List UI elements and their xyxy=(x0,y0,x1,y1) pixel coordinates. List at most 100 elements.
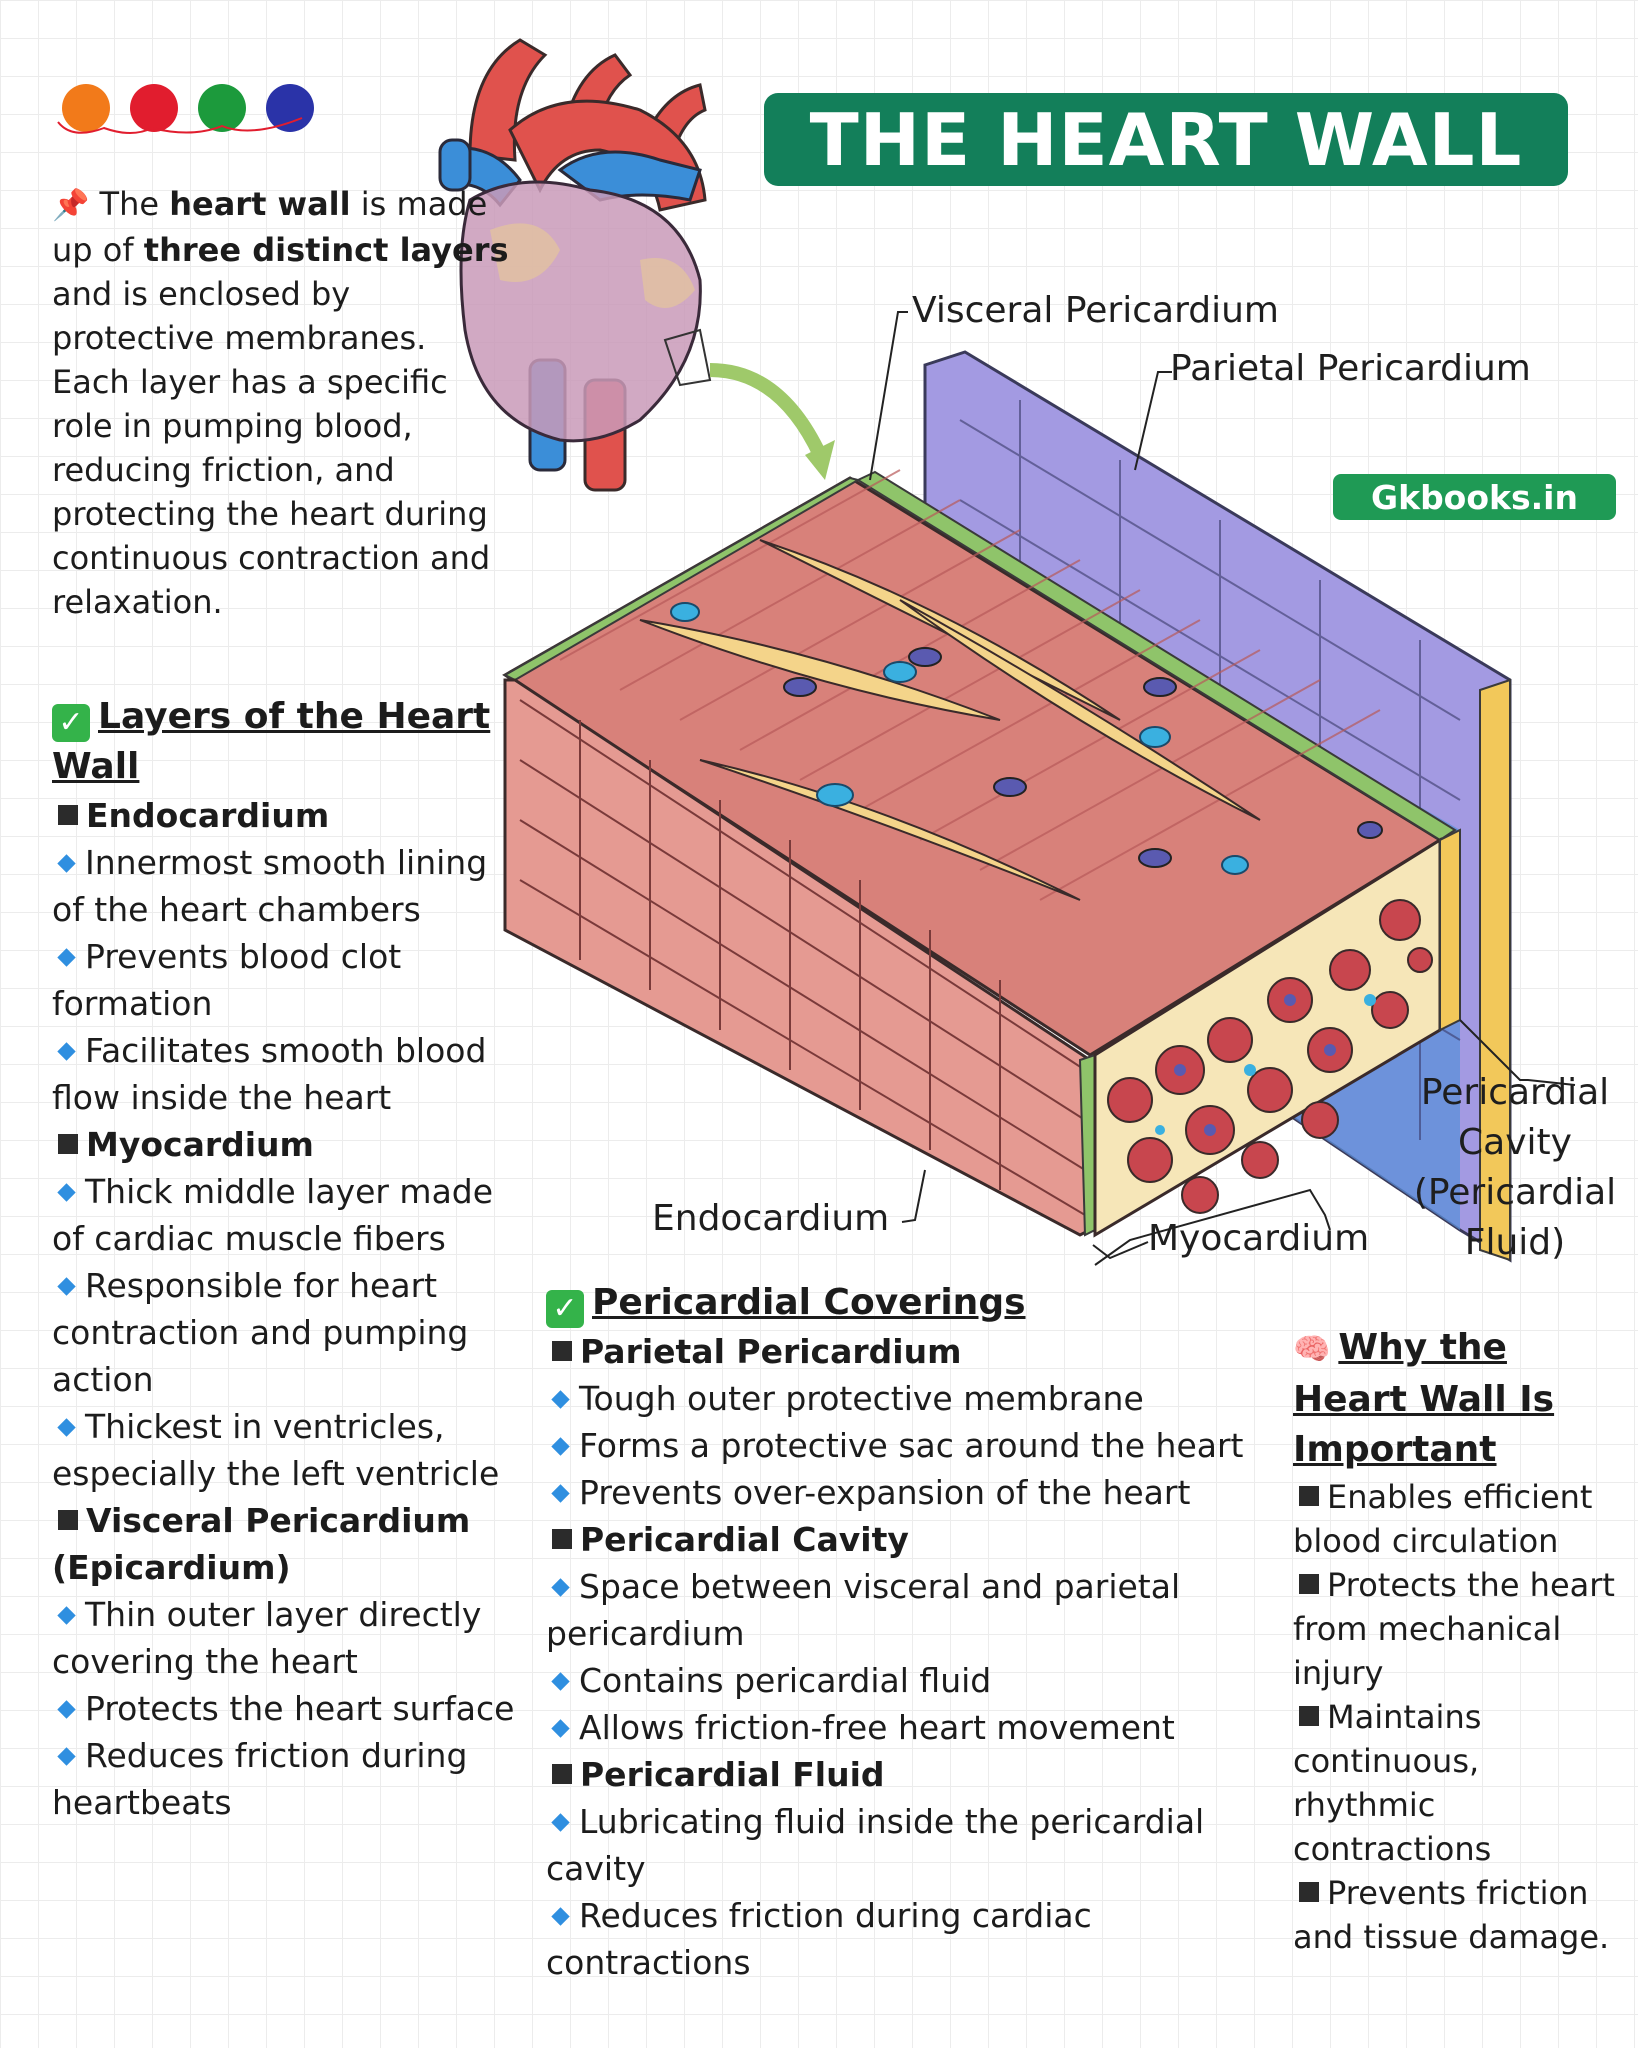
diamond-bullet-icon xyxy=(57,1747,76,1766)
label-visceral-pericardium: Visceral Pericardium xyxy=(912,290,1279,331)
diamond-bullet-icon xyxy=(551,1390,570,1409)
point-text: Responsible for heart contraction and pu… xyxy=(52,1266,469,1399)
point-text: Facilitates smooth blood flow inside the… xyxy=(52,1031,487,1117)
square-bullet-icon xyxy=(58,1134,78,1154)
list-item: Allows friction-free heart movement xyxy=(546,1704,1246,1751)
intro-bold-2: three distinct layers xyxy=(143,231,509,269)
coverings-heading: ✓Pericardial Coverings xyxy=(546,1278,1246,1328)
list-item: Prevents blood clot formation xyxy=(52,933,522,1027)
leader-lines xyxy=(869,311,1576,1266)
list-item: Prevents friction and tissue damage. xyxy=(1293,1871,1623,1959)
diamond-bullet-icon xyxy=(551,1719,570,1738)
endocardium-front-face xyxy=(503,678,1092,1237)
layers-section: ✓Layers of the Heart Wall Endocardium In… xyxy=(52,692,522,1826)
myocardium-heading: Myocardium xyxy=(52,1121,522,1168)
square-bullet-icon xyxy=(1299,1486,1319,1506)
myocardium-name: Myocardium xyxy=(86,1125,314,1164)
brand-badge: Gkbooks.in xyxy=(1333,474,1616,520)
brain-icon: 🧠 xyxy=(1293,1332,1331,1367)
list-item: Protects the heart from mechanical injur… xyxy=(1293,1563,1623,1695)
list-item: Contains pericardial fluid xyxy=(546,1657,1246,1704)
point-text: Innermost smooth lining of the heart cha… xyxy=(52,843,488,929)
point-text: Forms a protective sac around the heart xyxy=(579,1426,1244,1465)
list-item: Thick middle layer made of cardiac muscl… xyxy=(52,1168,522,1262)
blue-dot xyxy=(266,84,314,132)
list-item: Maintains continuous, rhythmic contracti… xyxy=(1293,1695,1623,1871)
diamond-bullet-icon xyxy=(57,1042,76,1061)
point-text: Reduces friction during heartbeats xyxy=(52,1736,468,1822)
fluid-heading: Pericardial Fluid xyxy=(546,1751,1246,1798)
square-bullet-icon xyxy=(552,1341,572,1361)
endocardium-heading: Endocardium xyxy=(52,792,522,839)
list-item: Space between visceral and parietal peri… xyxy=(546,1563,1246,1657)
cavity-heading: Pericardial Cavity xyxy=(546,1516,1246,1563)
label-myocardium: Myocardium xyxy=(1148,1218,1370,1259)
square-bullet-icon xyxy=(1299,1882,1319,1902)
list-item: Tough outer protective membrane xyxy=(546,1375,1246,1422)
point-text: Contains pericardial fluid xyxy=(579,1661,992,1700)
point-text: Prevents blood clot formation xyxy=(52,937,402,1023)
cavity-line-3: (Pericardial xyxy=(1413,1172,1617,1213)
point-text: Protects the heart from mechanical injur… xyxy=(1293,1566,1615,1692)
point-text: Tough outer protective membrane xyxy=(579,1379,1144,1418)
list-item: Prevents over-expansion of the heart xyxy=(546,1469,1246,1516)
cavity-line-1: Pericardial xyxy=(1420,1072,1610,1113)
visceral-name: Visceral Pericardium (Epicardium) xyxy=(52,1501,471,1587)
point-text: Thickest in ventricles, especially the l… xyxy=(52,1407,500,1493)
diamond-bullet-icon xyxy=(57,1277,76,1296)
list-item: Protects the heart surface xyxy=(52,1685,522,1732)
list-item: Enables efficient blood circulation xyxy=(1293,1475,1623,1563)
coverings-heading-text: Pericardial Coverings xyxy=(592,1282,1026,1323)
list-item: Lubricating fluid inside the pericardial… xyxy=(546,1798,1246,1892)
check-icon: ✓ xyxy=(52,704,90,742)
endocardium-name: Endocardium xyxy=(86,796,330,835)
point-text: Maintains continuous, rhythmic contracti… xyxy=(1293,1698,1492,1868)
fluid-name: Pericardial Fluid xyxy=(580,1755,885,1794)
intro-text-3: and is enclosed by protective membranes.… xyxy=(52,275,491,621)
heart-illustration xyxy=(438,38,835,492)
diamond-bullet-icon xyxy=(57,948,76,967)
orange-dot xyxy=(62,84,110,132)
page-title: THE HEART WALL xyxy=(764,93,1568,186)
intro-text-1: The xyxy=(89,185,170,223)
diamond-bullet-icon xyxy=(57,1700,76,1719)
point-text: Protects the heart surface xyxy=(85,1689,515,1728)
list-item: Responsible for heart contraction and pu… xyxy=(52,1262,522,1403)
parietal-heading: Parietal Pericardium xyxy=(546,1328,1246,1375)
importance-heading: 🧠Why the Heart Wall Is Important xyxy=(1293,1323,1623,1475)
coverings-section: ✓Pericardial Coverings Parietal Pericard… xyxy=(546,1278,1246,1986)
green-dot xyxy=(198,84,246,132)
square-bullet-icon xyxy=(552,1764,572,1784)
diamond-bullet-icon xyxy=(57,1183,76,1202)
intro-bold-1: heart wall xyxy=(169,185,351,223)
red-dot xyxy=(130,84,178,132)
point-text: Lubricating fluid inside the pericardial… xyxy=(546,1802,1205,1888)
diamond-bullet-icon xyxy=(57,854,76,873)
list-item: Forms a protective sac around the heart xyxy=(546,1422,1246,1469)
diamond-bullet-icon xyxy=(551,1484,570,1503)
label-parietal-pericardium: Parietal Pericardium xyxy=(1170,348,1531,389)
list-item: Facilitates smooth blood flow inside the… xyxy=(52,1027,522,1121)
diamond-bullet-icon xyxy=(57,1418,76,1437)
visceral-heading: Visceral Pericardium (Epicardium) xyxy=(52,1497,522,1591)
parietal-name: Parietal Pericardium xyxy=(580,1332,962,1371)
list-item: Reduces friction during cardiac contract… xyxy=(546,1892,1246,1986)
square-bullet-icon xyxy=(1299,1574,1319,1594)
pin-icon: 📌 xyxy=(52,188,90,223)
importance-heading-text: Why the Heart Wall Is Important xyxy=(1293,1327,1555,1470)
point-text: Prevents friction and tissue damage. xyxy=(1293,1874,1610,1956)
point-text: Enables efficient blood circulation xyxy=(1293,1478,1593,1560)
square-bullet-icon xyxy=(1299,1706,1319,1726)
list-item: Innermost smooth lining of the heart cha… xyxy=(52,839,522,933)
color-dots xyxy=(57,84,314,134)
square-bullet-icon xyxy=(552,1529,572,1549)
importance-section: 🧠Why the Heart Wall Is Important Enables… xyxy=(1293,1323,1623,1959)
square-bullet-icon xyxy=(58,805,78,825)
diamond-bullet-icon xyxy=(57,1606,76,1625)
point-text: Thick middle layer made of cardiac muscl… xyxy=(52,1172,494,1258)
list-item: Thin outer layer directly covering the h… xyxy=(52,1591,522,1685)
diamond-bullet-icon xyxy=(551,1813,570,1832)
layers-heading: ✓Layers of the Heart Wall xyxy=(52,692,522,792)
point-text: Reduces friction during cardiac contract… xyxy=(546,1896,1092,1982)
diamond-bullet-icon xyxy=(551,1907,570,1926)
